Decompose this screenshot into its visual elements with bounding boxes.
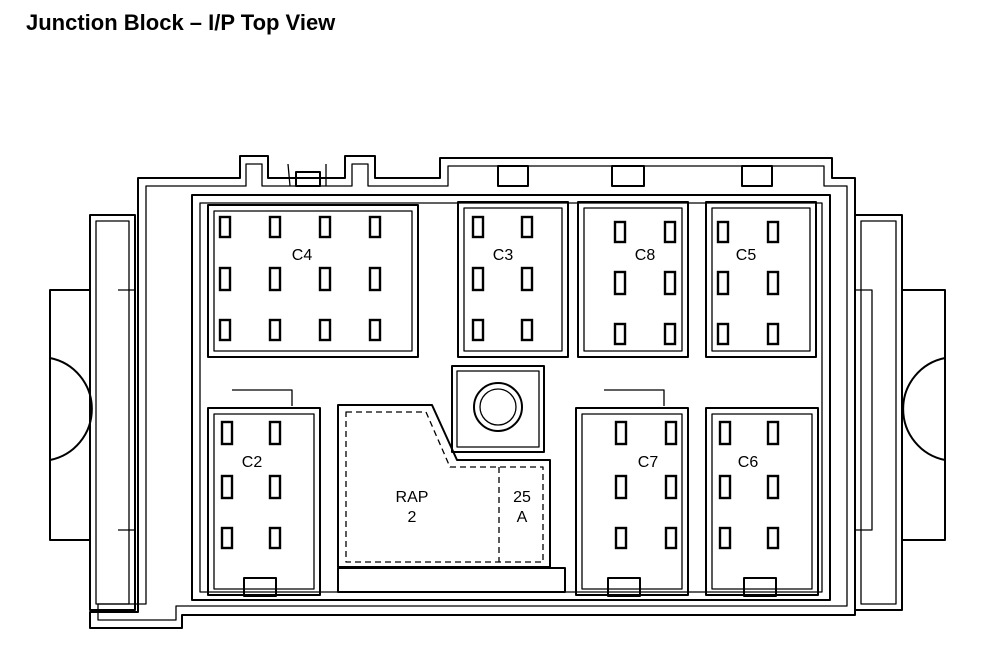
c4-pin bbox=[368, 318, 382, 342]
c5-pin bbox=[716, 220, 730, 244]
left-mounting-bracket bbox=[49, 214, 136, 611]
c6-pin bbox=[718, 526, 732, 550]
c2-pin bbox=[220, 420, 234, 446]
connector-c5-label: C5 bbox=[736, 247, 757, 264]
c4-pin bbox=[218, 266, 232, 292]
c5-pin bbox=[716, 322, 730, 346]
c4-pin bbox=[318, 318, 332, 342]
c4-pin bbox=[318, 215, 332, 239]
diagram-title: Junction Block – I/P Top View bbox=[26, 10, 336, 35]
c2-pin bbox=[220, 474, 234, 500]
connector-c4: C4 bbox=[207, 204, 419, 358]
c3-pin bbox=[520, 215, 534, 239]
connector-c8-label: C8 bbox=[635, 247, 656, 264]
c4-pin bbox=[218, 215, 232, 239]
c7-pin bbox=[664, 526, 678, 550]
c4-pin bbox=[318, 266, 332, 292]
c2-pin bbox=[268, 526, 282, 550]
c3-pin bbox=[520, 266, 534, 292]
connector-c7-label: C7 bbox=[638, 454, 659, 471]
c5-pin bbox=[766, 270, 780, 296]
connector-c3: C3 bbox=[457, 201, 569, 358]
c8-pin bbox=[613, 220, 627, 244]
c2-pin bbox=[220, 526, 234, 550]
c2-pin bbox=[268, 474, 282, 500]
housing-mount-boss bbox=[451, 365, 545, 453]
connector-c2-label: C2 bbox=[242, 454, 263, 471]
right-mounting-bracket bbox=[854, 214, 946, 611]
connector-c5: C5 bbox=[705, 201, 817, 358]
c4-pin bbox=[268, 266, 282, 292]
c3-pin bbox=[471, 266, 485, 292]
c8-pin bbox=[613, 270, 627, 296]
c3-pin bbox=[471, 318, 485, 342]
c4-pin bbox=[368, 266, 382, 292]
c7-pin bbox=[664, 474, 678, 500]
c6-pin bbox=[766, 474, 780, 500]
c4-pin bbox=[368, 215, 382, 239]
c2-pin bbox=[268, 420, 282, 446]
c7-pin bbox=[614, 474, 628, 500]
c4-pin bbox=[218, 318, 232, 342]
c6-pin bbox=[718, 420, 732, 446]
c8-pin bbox=[663, 322, 677, 346]
c5-pin bbox=[766, 220, 780, 244]
c7-pin bbox=[614, 526, 628, 550]
c8-pin bbox=[613, 322, 627, 346]
c7-pin bbox=[614, 420, 628, 446]
c6-pin bbox=[718, 474, 732, 500]
connector-c4-label: C4 bbox=[292, 247, 313, 264]
c3-pin bbox=[520, 318, 534, 342]
rap-relay: RAP 2 25 A bbox=[337, 404, 551, 568]
c5-pin bbox=[766, 322, 780, 346]
c5-pin bbox=[716, 270, 730, 296]
c3-pin bbox=[471, 215, 485, 239]
c4-pin bbox=[268, 215, 282, 239]
rap-relay-label-line1: RAP bbox=[396, 489, 429, 506]
connector-c7: C7 bbox=[575, 389, 689, 596]
connector-c8: C8 bbox=[577, 201, 689, 358]
connector-c2: C2 bbox=[207, 389, 321, 596]
rap-relay-amp-line2: A bbox=[517, 509, 528, 526]
rap-relay-amp-line1: 25 bbox=[513, 489, 531, 506]
rap-relay-label-line2: 2 bbox=[408, 509, 417, 526]
connector-c6-label: C6 bbox=[738, 454, 759, 471]
connector-c6: C6 bbox=[705, 407, 819, 596]
c7-pin bbox=[664, 420, 678, 446]
c8-pin bbox=[663, 270, 677, 296]
c6-pin bbox=[766, 420, 780, 446]
c8-pin bbox=[663, 220, 677, 244]
connector-c3-label: C3 bbox=[493, 247, 514, 264]
c6-pin bbox=[766, 526, 780, 550]
c4-pin bbox=[268, 318, 282, 342]
